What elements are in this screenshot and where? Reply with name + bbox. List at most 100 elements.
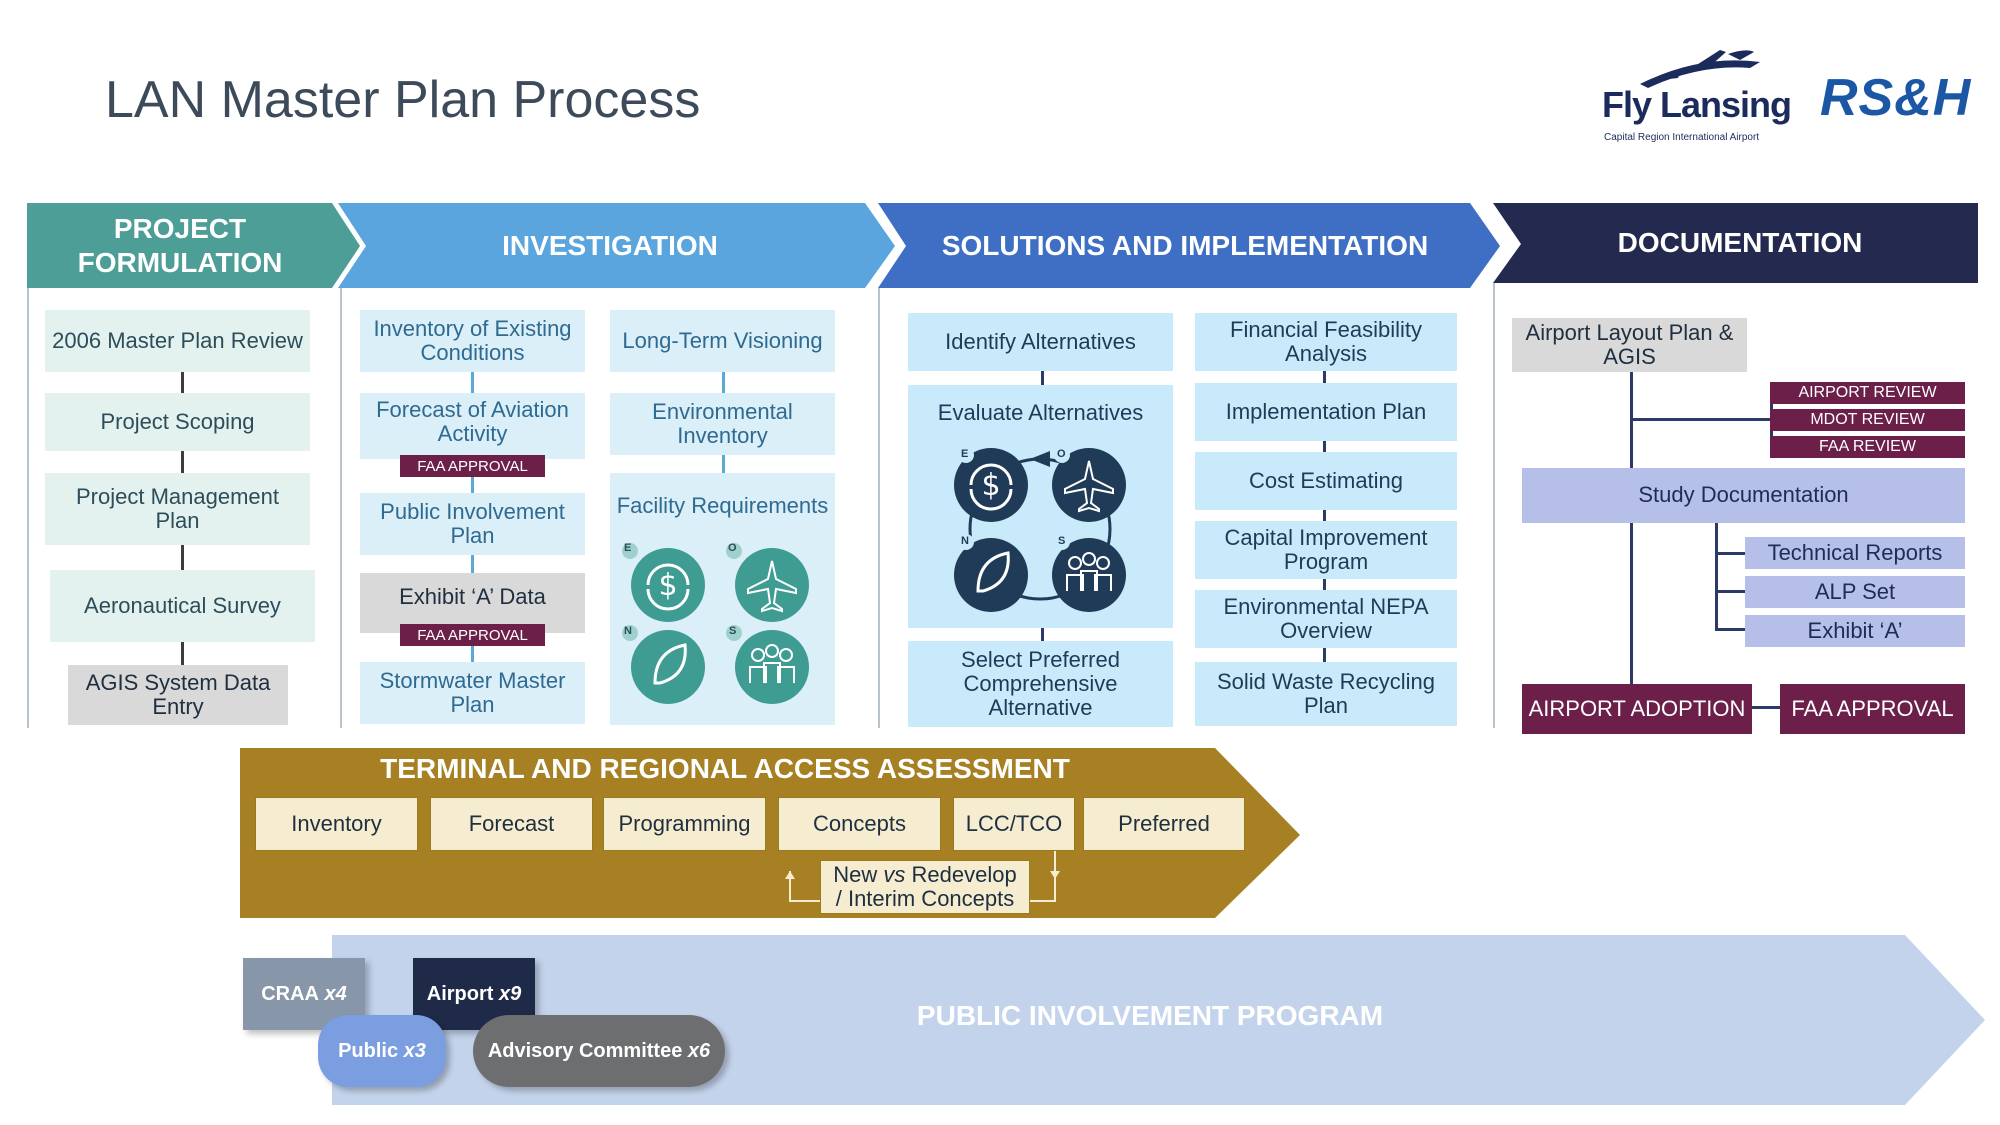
page-title: LAN Master Plan Process	[105, 71, 701, 129]
phase-solutions-label: SOLUTIONS AND IMPLEMENTATION	[941, 230, 1429, 262]
terminal-step: Programming	[603, 797, 766, 851]
investigation-item: Exhibit ‘A’ Data	[360, 573, 585, 633]
faa-approval-box: FAA APPROVAL	[1780, 684, 1965, 734]
terminal-step: LCC/TCO	[953, 797, 1075, 851]
documentation-main-connector	[1630, 370, 1633, 685]
operational-icon	[735, 548, 809, 622]
solutions-item: Cost Estimating	[1195, 452, 1457, 510]
documentation-arrow	[1493, 203, 1978, 283]
terminal-step: Forecast	[430, 797, 593, 851]
svg-text:$: $	[981, 468, 1000, 503]
airport-adoption-box: AIRPORT ADOPTION	[1522, 684, 1752, 734]
review-tag: MDOT REVIEW	[1770, 409, 1965, 431]
craa-label: CRAA	[261, 982, 319, 1005]
loop-pre: New	[833, 861, 884, 887]
eons-icons: $	[622, 543, 809, 704]
economic-icon	[631, 548, 705, 622]
sub-document: ALP Set	[1745, 576, 1965, 608]
facility-requirements-label: Facility Requirements	[616, 492, 829, 518]
investigation-item: Public Involvement Plan	[360, 493, 585, 555]
evaluate-alternatives-label: Evaluate Alternatives	[937, 399, 1144, 425]
social-icon	[735, 630, 809, 704]
terminal-arrow	[240, 748, 1300, 918]
investigation-item: Stormwater Master Plan	[360, 662, 585, 724]
faa-approval-tag: FAA APPROVAL	[400, 455, 545, 477]
terminal-loop-box: New vs Redevelop / Interim Concepts	[820, 860, 1030, 914]
eons-letter: E	[624, 542, 632, 554]
eons-cycle-icons: $	[954, 447, 1126, 612]
formulation-item: 2006 Master Plan Review	[45, 310, 310, 372]
facility-requirements-box: Facility Requirements $ E O N S	[610, 473, 835, 725]
loop-line2: / Interim Concepts	[835, 886, 1015, 911]
airport-count: x9	[498, 982, 522, 1005]
public-meetings: Public x3	[318, 1015, 446, 1087]
solutions-item: Implementation Plan	[1195, 383, 1457, 441]
natural-icon	[631, 630, 705, 704]
craa-count: x4	[324, 982, 347, 1005]
formulation-item: Aeronautical Survey	[50, 570, 315, 642]
evaluate-alternatives-box: Evaluate Alternatives $ E O N S	[908, 385, 1173, 628]
airport-label: Airport	[426, 982, 494, 1005]
phase-investigation-label: INVESTIGATION	[502, 230, 718, 262]
review-tag: AIRPORT REVIEW	[1770, 382, 1965, 404]
craa-meetings: CRAA x4	[243, 958, 365, 1030]
faa-approval-tag: FAA APPROVAL	[400, 624, 545, 646]
terminal-loop-arrows	[785, 851, 1060, 902]
solutions-arrow	[878, 203, 1500, 288]
loop-post: Redevelop	[905, 861, 1017, 887]
phase-formulation-label: PROJECT FORMULATION	[77, 213, 283, 278]
public-label: Public	[338, 1039, 399, 1062]
terminal-step: Inventory	[255, 797, 418, 851]
sub-document: Exhibit ‘A’	[1745, 615, 1965, 647]
eons-letter: S	[729, 625, 737, 637]
sub-connector	[1715, 590, 1745, 593]
study-documentation-box: Study Documentation	[1522, 468, 1965, 523]
public-count: x3	[403, 1039, 426, 1062]
investigation-item: Environmental Inventory	[610, 393, 835, 455]
fly-lansing-logo: Fly Lansing Capital Region International…	[1600, 44, 1800, 154]
formulation-item: Project Management Plan	[45, 473, 310, 545]
fly-lansing-tagline: Capital Region International Airport	[1604, 132, 1760, 143]
review-connector	[1630, 418, 1770, 421]
sub-connector	[1715, 552, 1745, 555]
public-involvement-title: PUBLIC INVOLVEMENT PROGRAM	[916, 1000, 1384, 1031]
eons-letter: N	[961, 535, 969, 547]
investigation-item: Forecast of Aviation Activity	[360, 393, 585, 459]
rsh-logo: RS&H	[1820, 69, 1972, 127]
public-involvement-arrow	[332, 935, 1985, 1105]
sub-document: Technical Reports	[1745, 537, 1965, 569]
solutions-item: Solid Waste Recycling Plan	[1195, 662, 1457, 726]
eons-letter: S	[1058, 535, 1066, 547]
sub-connector	[1715, 628, 1745, 631]
adoption-connector	[1752, 706, 1780, 709]
phase-documentation-label: DOCUMENTATION	[1617, 227, 1863, 259]
solutions-item: Environmental NEPA Overview	[1195, 590, 1457, 648]
svg-text:$: $	[658, 568, 677, 603]
investigation-arrow	[338, 203, 895, 288]
formulation-item: AGIS System Data Entry	[68, 665, 288, 725]
loop-line1: New vs Redevelop	[833, 861, 1017, 887]
eons-letter: O	[1057, 448, 1066, 460]
investigation-item: Long-Term Visioning	[610, 310, 835, 372]
eons-letter: E	[961, 448, 969, 460]
alp-agis-box: Airport Layout Plan & AGIS	[1512, 318, 1747, 372]
eons-letter: N	[624, 625, 632, 637]
solutions-item: Select Preferred Comprehensive Alternati…	[908, 641, 1173, 727]
eons-letter: O	[728, 542, 737, 554]
committee-label: Advisory Committee	[487, 1039, 683, 1062]
review-tag: FAA REVIEW	[1770, 436, 1965, 458]
terminal-title: TERMINAL AND REGIONAL ACCESS ASSESSMENT	[380, 753, 1070, 784]
solutions-item: Capital Improvement Program	[1195, 521, 1457, 579]
solutions-item: Financial Feasibility Analysis	[1195, 313, 1457, 371]
study-sub-connector	[1715, 520, 1718, 630]
advisory-committee-meetings: Advisory Committee x6	[473, 1015, 725, 1087]
loop-vs: vs	[883, 861, 906, 887]
investigation-item: Inventory of Existing Conditions	[360, 310, 585, 372]
terminal-step: Preferred	[1083, 797, 1245, 851]
solutions-item: Identify Alternatives	[908, 313, 1173, 371]
terminal-step: Concepts	[778, 797, 941, 851]
solutions-col2-connector	[1323, 365, 1326, 665]
formulation-arrow	[27, 203, 360, 288]
formulation-item: Project Scoping	[45, 393, 310, 451]
